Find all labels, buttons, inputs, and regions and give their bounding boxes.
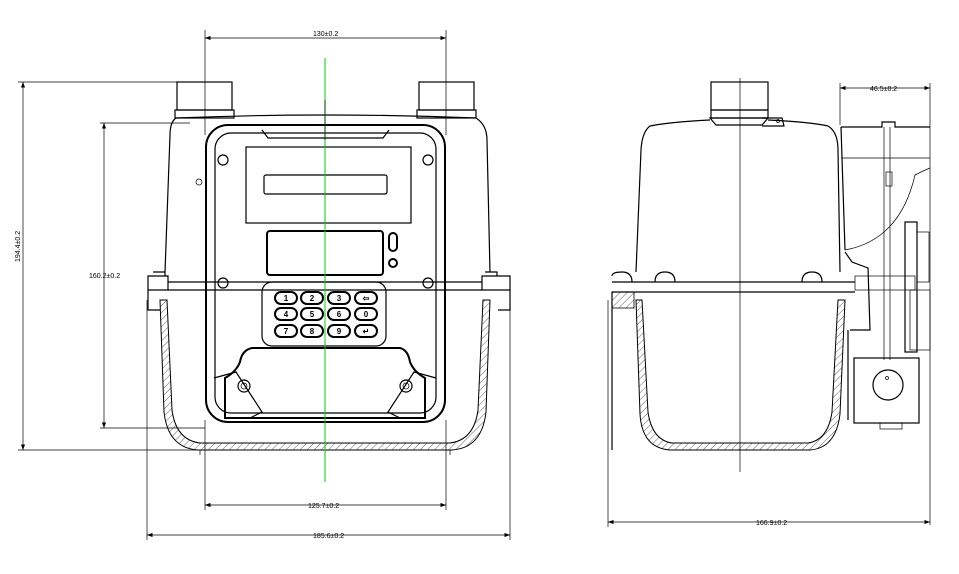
side-view: 46.5±0.2 166.9±0.2	[607, 78, 931, 527]
keypad-key-label: 1	[284, 294, 289, 303]
dimension-label: 160.2±0.2	[89, 273, 120, 280]
dimension-module-depth: 46.5±0.2	[839, 83, 931, 525]
dimension-label: 185.6±0.2	[313, 533, 344, 540]
lower-bowl	[159, 299, 491, 451]
keypad-key	[300, 291, 324, 305]
keypad-key	[274, 307, 298, 321]
keypad-key	[274, 324, 298, 338]
keypad-key	[300, 307, 324, 321]
pipe	[710, 81, 769, 111]
screw-icon	[237, 379, 251, 393]
keypad-key-label: ⇦	[362, 294, 370, 303]
keypad-key-label: 0	[364, 310, 369, 319]
keypad-key	[327, 307, 351, 321]
keypad-key-label: 3	[337, 294, 342, 303]
dimension-total-depth: 166.9±0.2	[607, 300, 930, 527]
keypad-key	[354, 324, 378, 338]
dimension-label: 166.9±0.2	[756, 520, 787, 527]
dimension-label: 194.4±0.2	[15, 231, 22, 262]
screw-icon	[399, 379, 413, 393]
keypad-key-label: 7	[284, 327, 289, 336]
side-bowl	[635, 299, 846, 451]
dimension-total-height: 194.4±0.2	[15, 81, 200, 451]
meter-body	[164, 114, 491, 273]
indicator-light	[388, 258, 398, 268]
keypad-key	[327, 324, 351, 338]
keypad-key	[300, 324, 324, 338]
keypad-key	[327, 291, 351, 305]
inlet-pipe	[176, 81, 233, 111]
keypad-key-label: ↵	[363, 327, 370, 336]
control-module	[840, 121, 931, 430]
keypad-key-label: 8	[310, 327, 315, 336]
display-window	[245, 146, 412, 224]
battery-cover	[224, 347, 426, 419]
indicator-led	[388, 232, 398, 252]
keypad-key	[354, 307, 378, 321]
keypad-key	[354, 291, 378, 305]
dimension-panel-width: 125.7±0.2	[204, 420, 447, 510]
side-body	[635, 119, 841, 273]
dimension-label: 125.7±0.2	[308, 503, 339, 510]
front-view: 130±0.2 194.4±0.2 160.2±0.2	[15, 30, 511, 540]
keypad-key	[274, 291, 298, 305]
dimension-body-height: 160.2±0.2	[89, 122, 205, 429]
keypad-key-label: 2	[310, 294, 315, 303]
keypad-key-label: 5	[310, 310, 315, 319]
dimension-total-width: 185.6±0.2	[146, 300, 511, 540]
keypad: 1 2 3 ⇦ 4 5 6 0 7 8 9 ↵	[261, 281, 387, 347]
keypad-key-label: 4	[284, 310, 289, 319]
dimension-label: 46.5±0.2	[870, 86, 897, 93]
keypad-key-label: 6	[337, 310, 342, 319]
outlet-pipe	[418, 81, 475, 111]
dimension-label: 130±0.2	[313, 31, 338, 38]
keypad-key-label: 9	[337, 327, 342, 336]
